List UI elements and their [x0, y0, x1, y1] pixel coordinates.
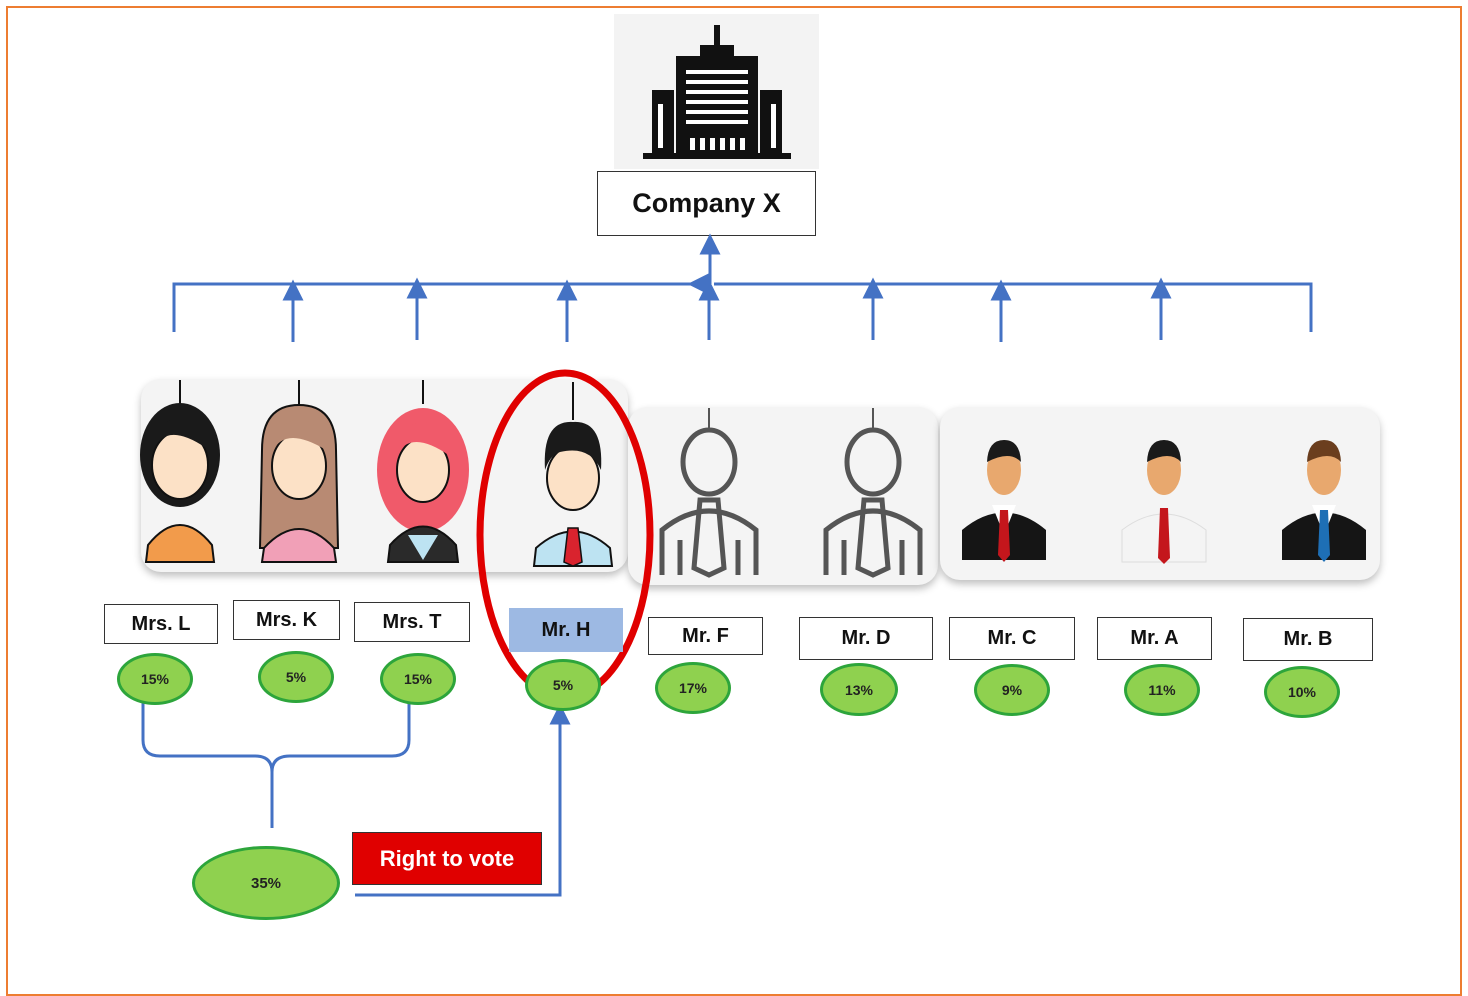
- woman-red-hair-icon: [377, 380, 469, 563]
- shareholder-name: Mr. B: [1243, 618, 1373, 661]
- woman-brown-hair-icon: [258, 380, 340, 563]
- company-name: Company X: [597, 171, 816, 236]
- shareholder-name: Mrs. T: [354, 602, 470, 642]
- man-tie-icon: [532, 382, 614, 567]
- share-badge: 9%: [974, 664, 1050, 716]
- share-badge: 11%: [1124, 664, 1200, 716]
- share-badge: 5%: [525, 659, 601, 711]
- shareholder-name: Mr. D: [799, 617, 933, 660]
- share-badge: 13%: [820, 663, 898, 716]
- share-badge: 10%: [1264, 666, 1340, 718]
- share-badge: 15%: [117, 653, 193, 705]
- share-badge: 5%: [258, 651, 334, 703]
- businessman-blue-tie-icon: [1282, 440, 1366, 562]
- shareholder-name-highlighted: Mr. H: [509, 608, 623, 652]
- share-badge: 15%: [380, 653, 456, 705]
- shareholder-name: Mr. A: [1097, 617, 1212, 660]
- businessman-icon: [962, 440, 1046, 562]
- share-badge: 17%: [655, 662, 731, 714]
- woman-dark-hair-icon: [140, 380, 220, 563]
- shareholder-name: Mr. F: [648, 617, 763, 655]
- shareholder-name: Mrs. K: [233, 600, 340, 640]
- shareholder-name: Mr. C: [949, 617, 1075, 660]
- shareholder-name: Mrs. L: [104, 604, 218, 644]
- man-outline-icon: [823, 408, 923, 578]
- right-to-vote-label: Right to vote: [352, 832, 542, 885]
- businessman-white-shirt-icon: [1121, 440, 1207, 564]
- combined-share-badge: 35%: [192, 846, 340, 920]
- man-outline-icon: [659, 408, 759, 578]
